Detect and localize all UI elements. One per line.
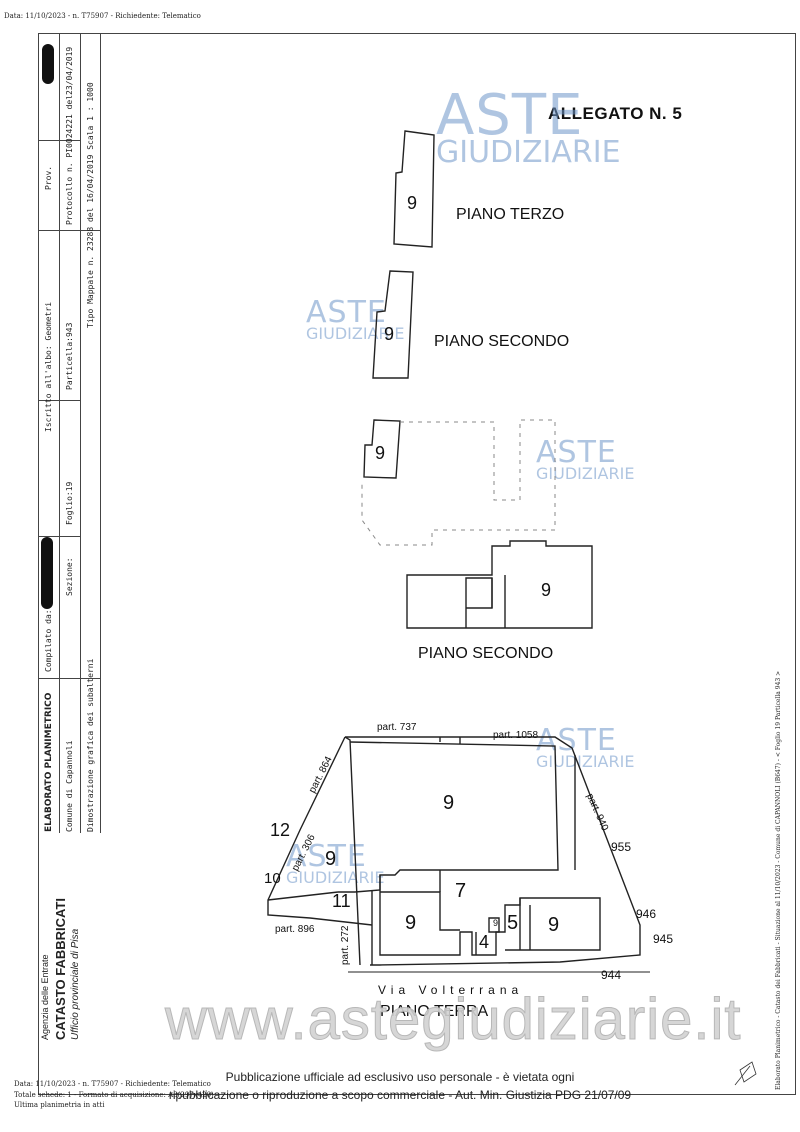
- street-label: Via Volterrana: [378, 983, 524, 997]
- parcel-label: part. 1058: [493, 730, 539, 741]
- aste-watermark: ASTE GIUDIZIARIE: [536, 723, 635, 771]
- label-piano-secondo-b: PIANO SECONDO: [418, 645, 554, 662]
- unit-number: 7: [455, 880, 467, 902]
- footer-date: Data: 11/10/2023 - n. T75907 - Richieden…: [14, 1080, 211, 1088]
- footer-publication-line1: Pubblicazione ufficiale ad esclusivo uso…: [225, 1070, 575, 1084]
- unit-number: 9: [375, 443, 386, 463]
- unit-number: 4: [479, 932, 490, 952]
- unit-number: 9: [405, 912, 417, 934]
- unit-number: 12: [270, 820, 291, 840]
- parcel-number: 944: [601, 968, 622, 982]
- label-piano-terzo: PIANO TERZO: [456, 206, 565, 223]
- cartouche: [38, 33, 101, 833]
- aste-watermark: ASTE GIUDIZIARIE: [306, 295, 405, 343]
- unit-number: 9: [407, 193, 418, 213]
- redaction-mark: [42, 44, 54, 84]
- unit-number: 11: [332, 891, 351, 911]
- plan-piano-terzo: [393, 130, 435, 248]
- label-piano-terra: PIANO TERRA: [380, 1003, 489, 1020]
- header-date-line: Data: 11/10/2023 - n. T75907 - Richieden…: [4, 12, 201, 20]
- unit-number: 9: [548, 914, 560, 936]
- plan-piano-secondo-upper: [372, 270, 414, 379]
- unit-number: 9: [493, 918, 499, 928]
- aste-watermark: ASTE GIUDIZIARIE: [286, 839, 385, 887]
- aste-watermark: ASTE GIUDIZIARIE: [436, 83, 621, 170]
- parcel-number: 945: [653, 932, 674, 946]
- page-frame: [38, 33, 796, 1095]
- unit-number: 9: [325, 848, 337, 870]
- label-piano-secondo-a: PIANO SECONDO: [434, 333, 570, 350]
- plan-piano-secondo-small: [363, 419, 401, 479]
- site-watermark: www.astegiudiziarie.it: [164, 987, 742, 1053]
- parcel-label: part. 896: [275, 924, 315, 935]
- unit-number: 9: [384, 324, 395, 344]
- parcel-label: part. 737: [377, 722, 417, 733]
- footer-schede: Totale schede: 1 - Formato di acquisizio…: [14, 1091, 214, 1099]
- footer-publication-line2: ripubblicazione o riproduzione a scopo c…: [168, 1088, 632, 1102]
- parcel-number: 955: [611, 840, 632, 854]
- unit-number: 5: [507, 912, 519, 934]
- parcel-number: 946: [636, 907, 657, 921]
- footer-ultima: Ultima planimetria in atti: [14, 1101, 105, 1109]
- unit-number: 9: [443, 792, 455, 814]
- aste-watermark: ASTE GIUDIZIARIE: [536, 435, 635, 483]
- allegato-label: ALLEGATO N. 5: [548, 104, 683, 123]
- redaction-mark: [41, 537, 53, 609]
- plan-piano-secondo-lower: [406, 540, 593, 629]
- unit-number: 9: [541, 580, 552, 600]
- compass-icon: [734, 1061, 757, 1086]
- parcel-label: part. 272: [340, 925, 351, 965]
- unit-number: 10: [264, 870, 281, 887]
